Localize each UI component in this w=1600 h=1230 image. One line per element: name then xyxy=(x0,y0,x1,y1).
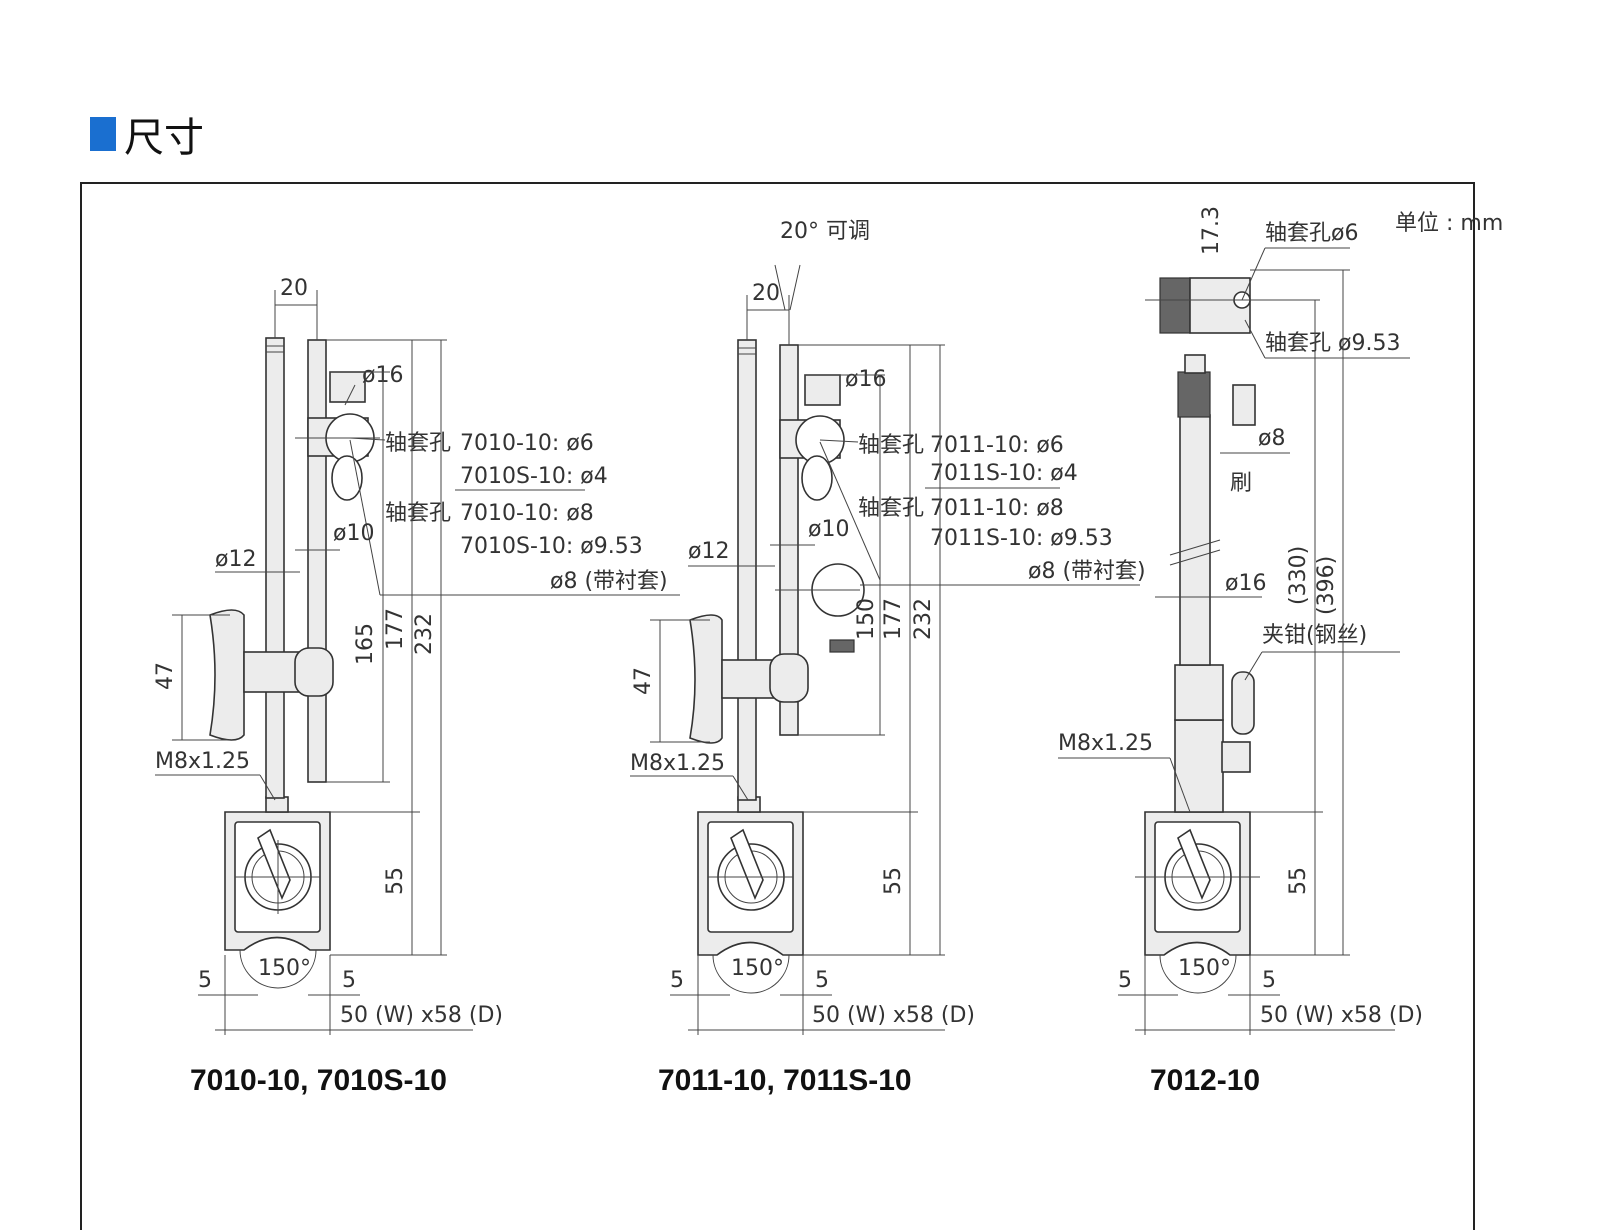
unit-label: 单位 : mm xyxy=(1395,211,1503,236)
svg-text:7010-10: ø8: 7010-10: ø8 xyxy=(460,501,594,526)
svg-text:55: 55 xyxy=(1286,867,1311,895)
svg-text:7010S-10: ø9.53: 7010S-10: ø9.53 xyxy=(460,534,643,559)
svg-text:20: 20 xyxy=(752,281,780,306)
svg-text:7011-10: ø6: 7011-10: ø6 xyxy=(930,433,1064,458)
svg-text:ø12: ø12 xyxy=(215,547,256,572)
svg-text:50 (W) x58 (D): 50 (W) x58 (D) xyxy=(340,1003,503,1028)
svg-text:7010-10: ø6: 7010-10: ø6 xyxy=(460,431,594,456)
svg-text:7010S-10: ø4: 7010S-10: ø4 xyxy=(460,464,608,489)
svg-text:ø10: ø10 xyxy=(333,521,374,546)
svg-text:7011S-10: ø4: 7011S-10: ø4 xyxy=(930,461,1078,486)
svg-text:5: 5 xyxy=(670,968,684,993)
svg-text:232: 232 xyxy=(911,598,936,640)
svg-text:5: 5 xyxy=(1262,968,1276,993)
magnetic-base-1 xyxy=(224,796,331,989)
svg-text:刷: 刷 xyxy=(1230,471,1252,496)
section-header: 尺寸 xyxy=(90,105,204,163)
svg-text:ø8 (带衬套): ø8 (带衬套) xyxy=(550,569,668,594)
drawing-7012: 17.3 轴套孔ø6 轴套孔 ø9.53 ø8 刷 ø16 夹钳(钢丝) M8x… xyxy=(1058,206,1423,1097)
svg-text:ø16: ø16 xyxy=(1225,571,1266,596)
svg-text:20° 可调: 20° 可调 xyxy=(780,219,870,244)
svg-text:ø8: ø8 xyxy=(1258,426,1285,451)
svg-text:232: 232 xyxy=(412,613,437,655)
svg-text:150°: 150° xyxy=(258,956,311,981)
svg-text:ø12: ø12 xyxy=(688,539,729,564)
brush-3 xyxy=(1232,384,1256,426)
svg-text:20: 20 xyxy=(280,276,308,301)
section-title: 尺寸 xyxy=(124,115,204,161)
svg-text:轴套孔: 轴套孔 xyxy=(858,433,924,458)
svg-text:50 (W) x58 (D): 50 (W) x58 (D) xyxy=(1260,1003,1423,1028)
svg-text:17.3: 17.3 xyxy=(1199,206,1224,255)
column-body-3 xyxy=(1174,719,1224,813)
drawing-7010: 20 ø16 轴套孔 7010-10: ø6 7010S-10: ø4 轴套孔 … xyxy=(153,276,680,1097)
svg-text:5: 5 xyxy=(1118,968,1132,993)
magnetic-base-2 xyxy=(697,796,804,994)
knurled-knob-3 xyxy=(1159,277,1191,334)
svg-text:5: 5 xyxy=(815,968,829,993)
main-rod-2 xyxy=(737,339,757,801)
magnetic-base-3 xyxy=(1135,811,1260,994)
svg-text:ø10: ø10 xyxy=(808,517,849,542)
drawing-7011: 20° 可调 20 ø16 轴套孔 7011-10: ø6 7011S-10: … xyxy=(630,219,1146,1097)
svg-text:轴套孔: 轴套孔 xyxy=(385,431,451,456)
holder-top-1 xyxy=(329,371,366,403)
svg-text:55: 55 xyxy=(383,867,408,895)
svg-text:M8x1.25: M8x1.25 xyxy=(155,749,250,774)
clamp-knob-1 xyxy=(209,609,245,741)
secondary-rod-1 xyxy=(307,339,327,783)
clamp-knob-2 xyxy=(689,614,723,744)
model-label-1: 7010-10, 7010S-10 xyxy=(190,1064,447,1097)
svg-text:165: 165 xyxy=(353,623,378,665)
svg-text:177: 177 xyxy=(881,598,906,640)
svg-text:47: 47 xyxy=(631,667,656,695)
main-rod-1 xyxy=(265,337,285,799)
blue-square-icon xyxy=(90,117,116,151)
drawing-frame xyxy=(80,182,1475,1230)
model-label-2: 7011-10, 7011S-10 xyxy=(658,1064,912,1097)
wire-clamp-3 xyxy=(1231,671,1255,735)
model-label-3: 7012-10 xyxy=(1150,1064,1260,1097)
svg-text:150°: 150° xyxy=(1178,956,1231,981)
svg-text:50 (W) x58 (D): 50 (W) x58 (D) xyxy=(812,1003,975,1028)
svg-text:轴套孔: 轴套孔 xyxy=(858,496,924,521)
svg-text:5: 5 xyxy=(198,968,212,993)
svg-text:M8x1.25: M8x1.25 xyxy=(630,751,725,776)
svg-text:5: 5 xyxy=(342,968,356,993)
svg-text:55: 55 xyxy=(881,867,906,895)
svg-text:(396): (396) xyxy=(1314,556,1339,615)
svg-text:177: 177 xyxy=(383,608,408,650)
svg-text:(330): (330) xyxy=(1286,546,1311,605)
svg-text:150: 150 xyxy=(854,598,879,640)
svg-text:150°: 150° xyxy=(731,956,784,981)
svg-text:M8x1.25: M8x1.25 xyxy=(1058,731,1153,756)
svg-text:7011S-10: ø9.53: 7011S-10: ø9.53 xyxy=(930,526,1113,551)
svg-text:轴套孔: 轴套孔 xyxy=(385,501,451,526)
svg-text:ø8 (带衬套): ø8 (带衬套) xyxy=(1028,559,1146,584)
knurled-section-3 xyxy=(1177,371,1211,418)
svg-text:7011-10: ø8: 7011-10: ø8 xyxy=(930,496,1064,521)
svg-text:轴套孔ø6: 轴套孔ø6 xyxy=(1265,221,1358,246)
svg-text:轴套孔 ø9.53: 轴套孔 ø9.53 xyxy=(1265,331,1400,356)
flex-arm-3 xyxy=(1179,414,1211,666)
svg-text:47: 47 xyxy=(153,662,178,690)
